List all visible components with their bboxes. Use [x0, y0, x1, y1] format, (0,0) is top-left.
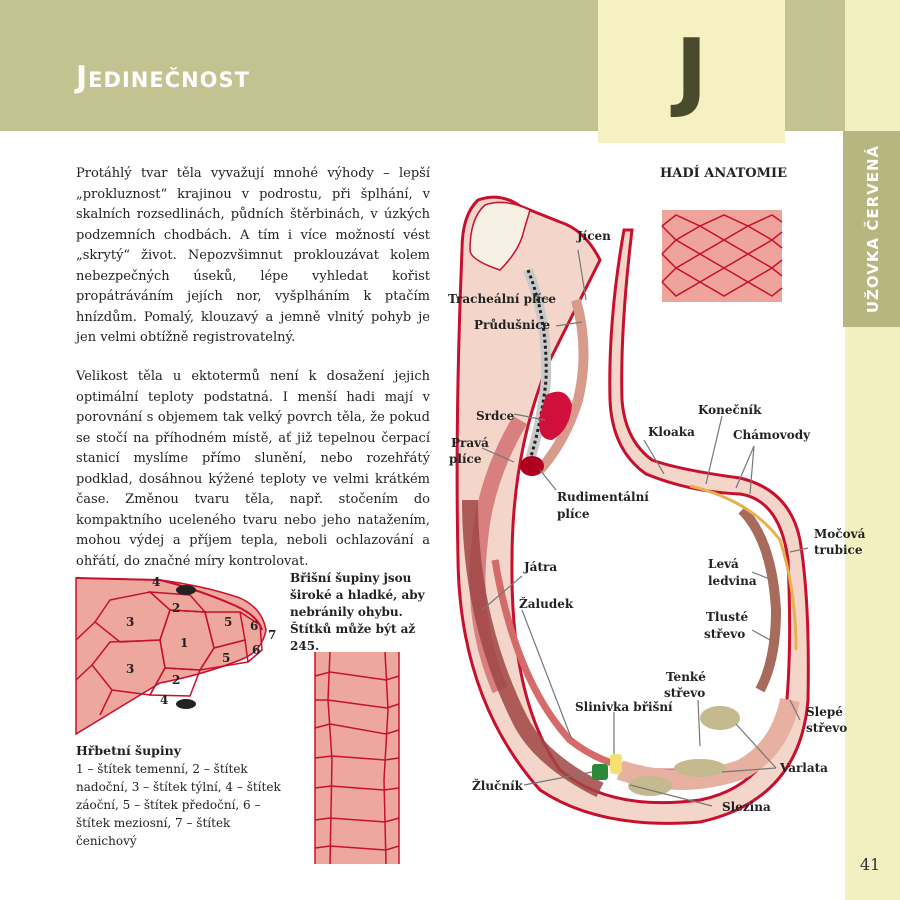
head-scale-number-6a: 6 [250, 619, 258, 633]
chapter-letter-box: J [598, 0, 785, 143]
label-tenke-strevo-2: střevo [664, 686, 706, 700]
head-scales-drawing: 4 2 3 1 5 6 7 5 6 3 2 4 [75, 575, 276, 736]
head-scale-number-4b: 4 [160, 693, 168, 707]
label-mocova-trubice-2: trubice [814, 543, 863, 557]
label-rudimentalni-plice-2: plíce [557, 507, 590, 521]
label-prava-plice-1: Pravá [451, 436, 489, 450]
head-scales-caption: 1 – štítek temenní, 2 – štítek nadoční, … [76, 762, 281, 848]
label-chamovody: Chámovody [733, 428, 811, 442]
side-tab [843, 131, 900, 327]
label-tluste-strevo-2: střevo [704, 627, 746, 641]
paragraph-1: Protáhlý tvar těla vyvažují mnohé výhody… [76, 166, 430, 345]
label-srdce: Srdce [476, 409, 515, 423]
label-zaludek: Žaludek [519, 597, 574, 611]
label-slepe-strevo-1: Slepé [806, 705, 843, 719]
label-tenke-strevo-1: Tenké [666, 670, 706, 684]
head-scale-number-5a: 5 [224, 615, 232, 629]
belly-scales-drawing [314, 651, 400, 865]
anatomy-title: HADÍ ANATOMIE [660, 166, 787, 181]
label-kloaka: Kloaka [648, 425, 695, 439]
label-jicen: Jícen [577, 229, 611, 243]
label-leva-ledvina-2: ledvina [708, 574, 757, 588]
head-scale-number-7: 7 [268, 628, 276, 642]
label-slepe-strevo-2: střevo [806, 721, 848, 735]
head-scales-caption-title: Hřbetní šupiny [76, 743, 182, 758]
page-number: 41 [859, 855, 881, 874]
head-scale-number-5b: 5 [222, 651, 230, 665]
page-title: Jedinečnost [76, 60, 250, 95]
chapter-letter: J [675, 21, 708, 121]
label-trachealni-plice: Tracheální plíce [448, 292, 557, 306]
head-scale-number-6b: 6 [252, 643, 260, 657]
paragraph-2: Velikost těla u ektotermů není k dosažen… [76, 369, 430, 569]
label-slinivka: Slinivka břišní [575, 700, 673, 714]
head-scale-number-3a: 3 [126, 615, 134, 629]
skin-texture-swatch [661, 210, 783, 302]
label-prava-plice-2: plíce [449, 452, 482, 466]
label-tluste-strevo-1: Tlusté [706, 610, 749, 624]
head-scale-number-4a: 4 [152, 575, 160, 589]
head-scale-number-2a: 2 [172, 601, 180, 615]
head-scale-number-1: 1 [180, 636, 188, 650]
label-varlata: Varlata [780, 761, 828, 775]
label-leva-ledvina-1: Levá [708, 557, 739, 571]
head-scale-number-2b: 2 [172, 673, 180, 687]
label-rudimentalni-plice-1: Rudimentální [557, 490, 649, 504]
label-prudusnice: Průdušnice [474, 318, 551, 332]
head-scale-number-3b: 3 [126, 662, 134, 676]
snake-anatomy-drawing [455, 195, 810, 825]
label-slezina: Slezina [722, 800, 771, 814]
label-zlucnik: Žlučník [472, 779, 523, 793]
label-mocova-trubice-1: Močová [814, 527, 866, 541]
label-konecnik: Konečník [698, 403, 762, 417]
label-jatra: Játra [524, 560, 558, 574]
belly-scales-caption: Břišní šupiny jsou široké a hladké, aby … [290, 571, 425, 653]
